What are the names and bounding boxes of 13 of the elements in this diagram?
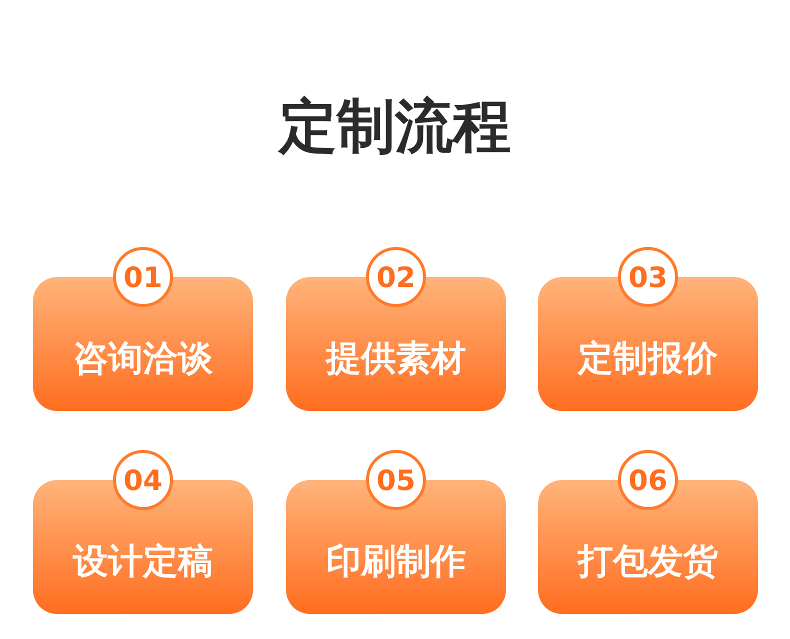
- step-label: 定制报价: [576, 338, 719, 381]
- step-number-badge: 01: [113, 247, 173, 307]
- step-label: 提供素材: [324, 338, 467, 381]
- step-label: 打包发货: [576, 541, 719, 584]
- step-number-badge: 03: [618, 247, 678, 307]
- step-label: 印刷制作: [325, 541, 467, 584]
- page-title: 定制流程: [276, 91, 512, 162]
- step-number-badge: 04: [113, 450, 173, 510]
- step-label: 咨询洽谈: [72, 338, 214, 381]
- step-number-badge: 06: [618, 450, 678, 510]
- step-number-badge: 05: [366, 450, 426, 510]
- step-label: 设计定稿: [72, 541, 214, 584]
- step-number-badge: 02: [366, 247, 426, 307]
